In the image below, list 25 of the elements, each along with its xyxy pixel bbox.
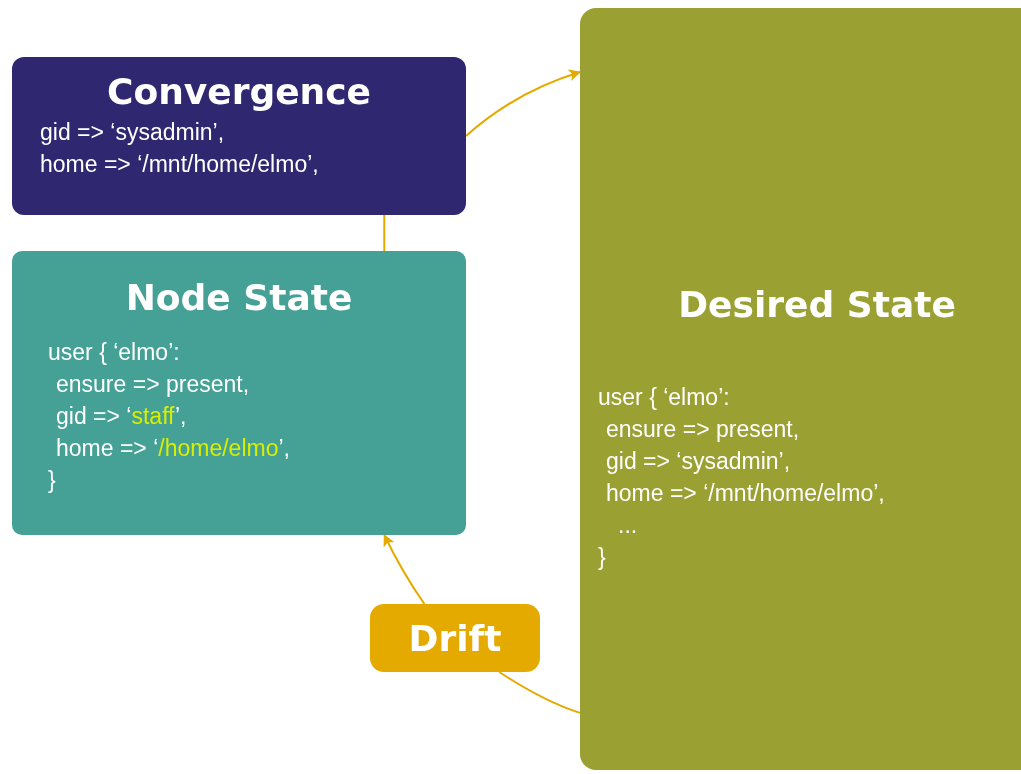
box-title: Drift [408,617,502,659]
code-line: } [48,466,56,495]
code-line: ensure => present, [55,370,250,399]
code-line: ... [617,511,638,540]
state-box [580,8,1021,770]
code-line: home => ‘/mnt/home/elmo’, [39,150,319,179]
box-title: Node State [125,277,353,318]
code-line: gid => ‘sysadmin’, [39,118,225,147]
code-line: home => ‘/mnt/home/elmo’, [605,479,885,508]
code-line: ensure => present, [605,415,800,444]
state-box [12,251,466,535]
box-title: Desired State [678,284,956,325]
code-line: gid => ‘sysadmin’, [605,447,791,476]
code-line: } [598,543,606,572]
code-line: user { ‘elmo’: [48,338,180,367]
code-line: user { ‘elmo’: [598,383,730,412]
connector-line [498,671,581,714]
state-box [12,57,466,215]
box-title: Convergence [107,71,371,112]
label-box [370,604,540,672]
arrow [465,69,581,137]
arrow [383,534,426,605]
connector-line [383,214,386,252]
code-line: home => ‘/home/elmo’, [55,434,290,463]
code-line: gid => ‘staff’, [55,402,187,431]
